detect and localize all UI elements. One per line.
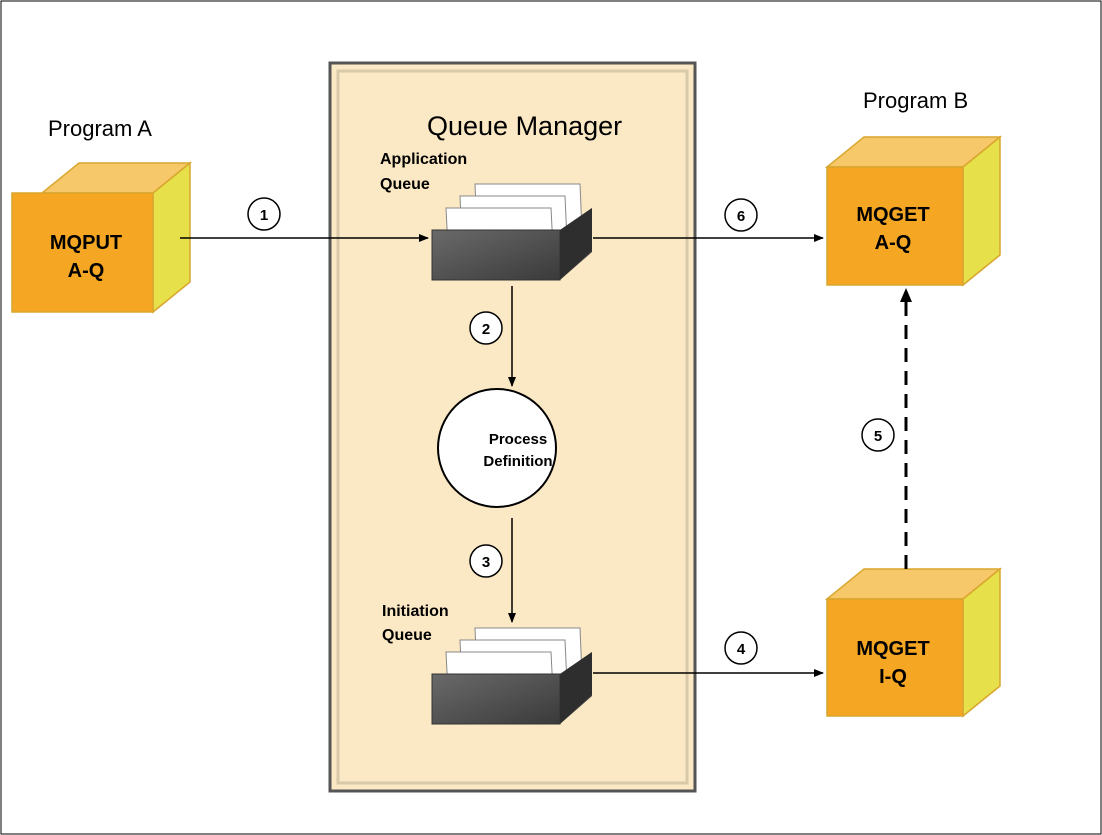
step-2-badge: 2 bbox=[469, 311, 503, 345]
program-b-get-iq-cube: MQGET I-Q bbox=[824, 567, 1003, 718]
cube-front bbox=[826, 166, 964, 286]
tray-front bbox=[431, 229, 561, 281]
process-definition-circle bbox=[437, 388, 557, 508]
mqput-label: MQPUT bbox=[50, 232, 122, 254]
program-b-get-aq-cube: MQGET A-Q bbox=[824, 135, 1003, 287]
queue-manager-title: Queue Manager bbox=[427, 111, 622, 141]
initiation-queue-label-2: Queue bbox=[382, 627, 432, 644]
mqget-iq-line2: I-Q bbox=[879, 666, 907, 688]
process-definition-line1: Process bbox=[489, 431, 547, 448]
initiation-queue-label-1: Initiation bbox=[382, 603, 449, 620]
step-6-number: 6 bbox=[737, 208, 745, 225]
tray-side bbox=[560, 208, 592, 280]
step-4-number: 4 bbox=[737, 641, 746, 658]
tray-front bbox=[431, 673, 561, 725]
program-b-title: Program B bbox=[863, 88, 968, 113]
cube-front bbox=[826, 598, 964, 717]
tray-side bbox=[560, 652, 592, 724]
step-3-badge: 3 bbox=[469, 544, 503, 578]
process-definition: Process Definition bbox=[437, 388, 557, 508]
application-queue-label-2: Queue bbox=[380, 176, 430, 193]
step-2-number: 2 bbox=[482, 321, 490, 338]
application-queue-label-1: Application bbox=[380, 151, 467, 168]
step-4-badge: 4 bbox=[724, 631, 758, 665]
step-1-number: 1 bbox=[260, 207, 268, 224]
arrow-step-5-head bbox=[900, 288, 912, 302]
process-definition-line2: Definition bbox=[483, 453, 552, 470]
step-3-number: 3 bbox=[482, 554, 490, 571]
program-a-title: Program A bbox=[48, 116, 152, 141]
step-6-badge: 6 bbox=[724, 198, 758, 232]
mqget-iq-line1: MQGET bbox=[856, 638, 929, 660]
step-5-badge: 5 bbox=[861, 418, 895, 452]
cube-front bbox=[11, 192, 154, 313]
mqget-aq-line2: A-Q bbox=[875, 232, 912, 254]
step-5-number: 5 bbox=[874, 428, 882, 445]
mqget-aq-line1: MQGET bbox=[856, 204, 929, 226]
application-queue-tray bbox=[431, 183, 592, 281]
step-1-badge: 1 bbox=[247, 197, 281, 231]
aq-label: A-Q bbox=[68, 260, 105, 282]
program-a-cube: MQPUT A-Q bbox=[11, 161, 193, 314]
initiation-queue-tray bbox=[431, 627, 592, 725]
queue-manager-inner-border bbox=[336, 69, 689, 785]
